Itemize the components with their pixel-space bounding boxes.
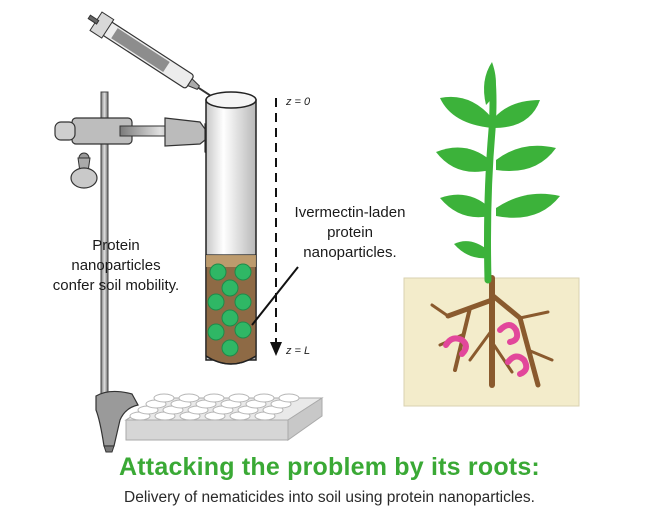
ivermectin-line-2: protein [327, 224, 373, 241]
protein-line-1: Protein [92, 237, 140, 254]
nanoparticle [221, 279, 239, 297]
nanoparticle [234, 321, 252, 339]
well [253, 393, 275, 403]
pointer-line [251, 266, 299, 326]
well [278, 393, 300, 403]
z-bottom-label: z = L [286, 345, 311, 357]
nanoparticle [221, 309, 239, 327]
ivermectin-line-1: Ivermectin-laden [294, 204, 406, 221]
nanoparticle [221, 339, 239, 357]
well [228, 393, 250, 403]
syringe [87, 11, 218, 101]
leaves [436, 62, 560, 259]
protein-line-3: confer soil mobility. [52, 277, 180, 294]
headline: Attacking the problem by its roots: [119, 453, 540, 481]
nanoparticle [207, 323, 225, 341]
ivermectin-label: Ivermectin-laden protein nanoparticles. [270, 203, 430, 263]
nanoparticle [234, 263, 252, 281]
depth-axis [270, 98, 282, 356]
well-plate [124, 393, 324, 441]
protein-np-label: Protein nanoparticles confer soil mobili… [36, 236, 196, 296]
nematodes [443, 322, 530, 377]
well [178, 393, 200, 403]
nanoparticle [207, 293, 225, 311]
ivermectin-line-3: nanoparticles. [303, 244, 397, 261]
nanoparticle [234, 293, 252, 311]
nanoparticle [209, 263, 227, 281]
protein-line-2: nanoparticles [71, 257, 161, 274]
well [203, 393, 225, 403]
plant [403, 62, 580, 407]
subheadline: Delivery of nematicides into soil using … [124, 489, 535, 506]
z-top-label: z = 0 [286, 96, 311, 108]
well [153, 393, 175, 403]
nanoparticles [207, 263, 252, 357]
